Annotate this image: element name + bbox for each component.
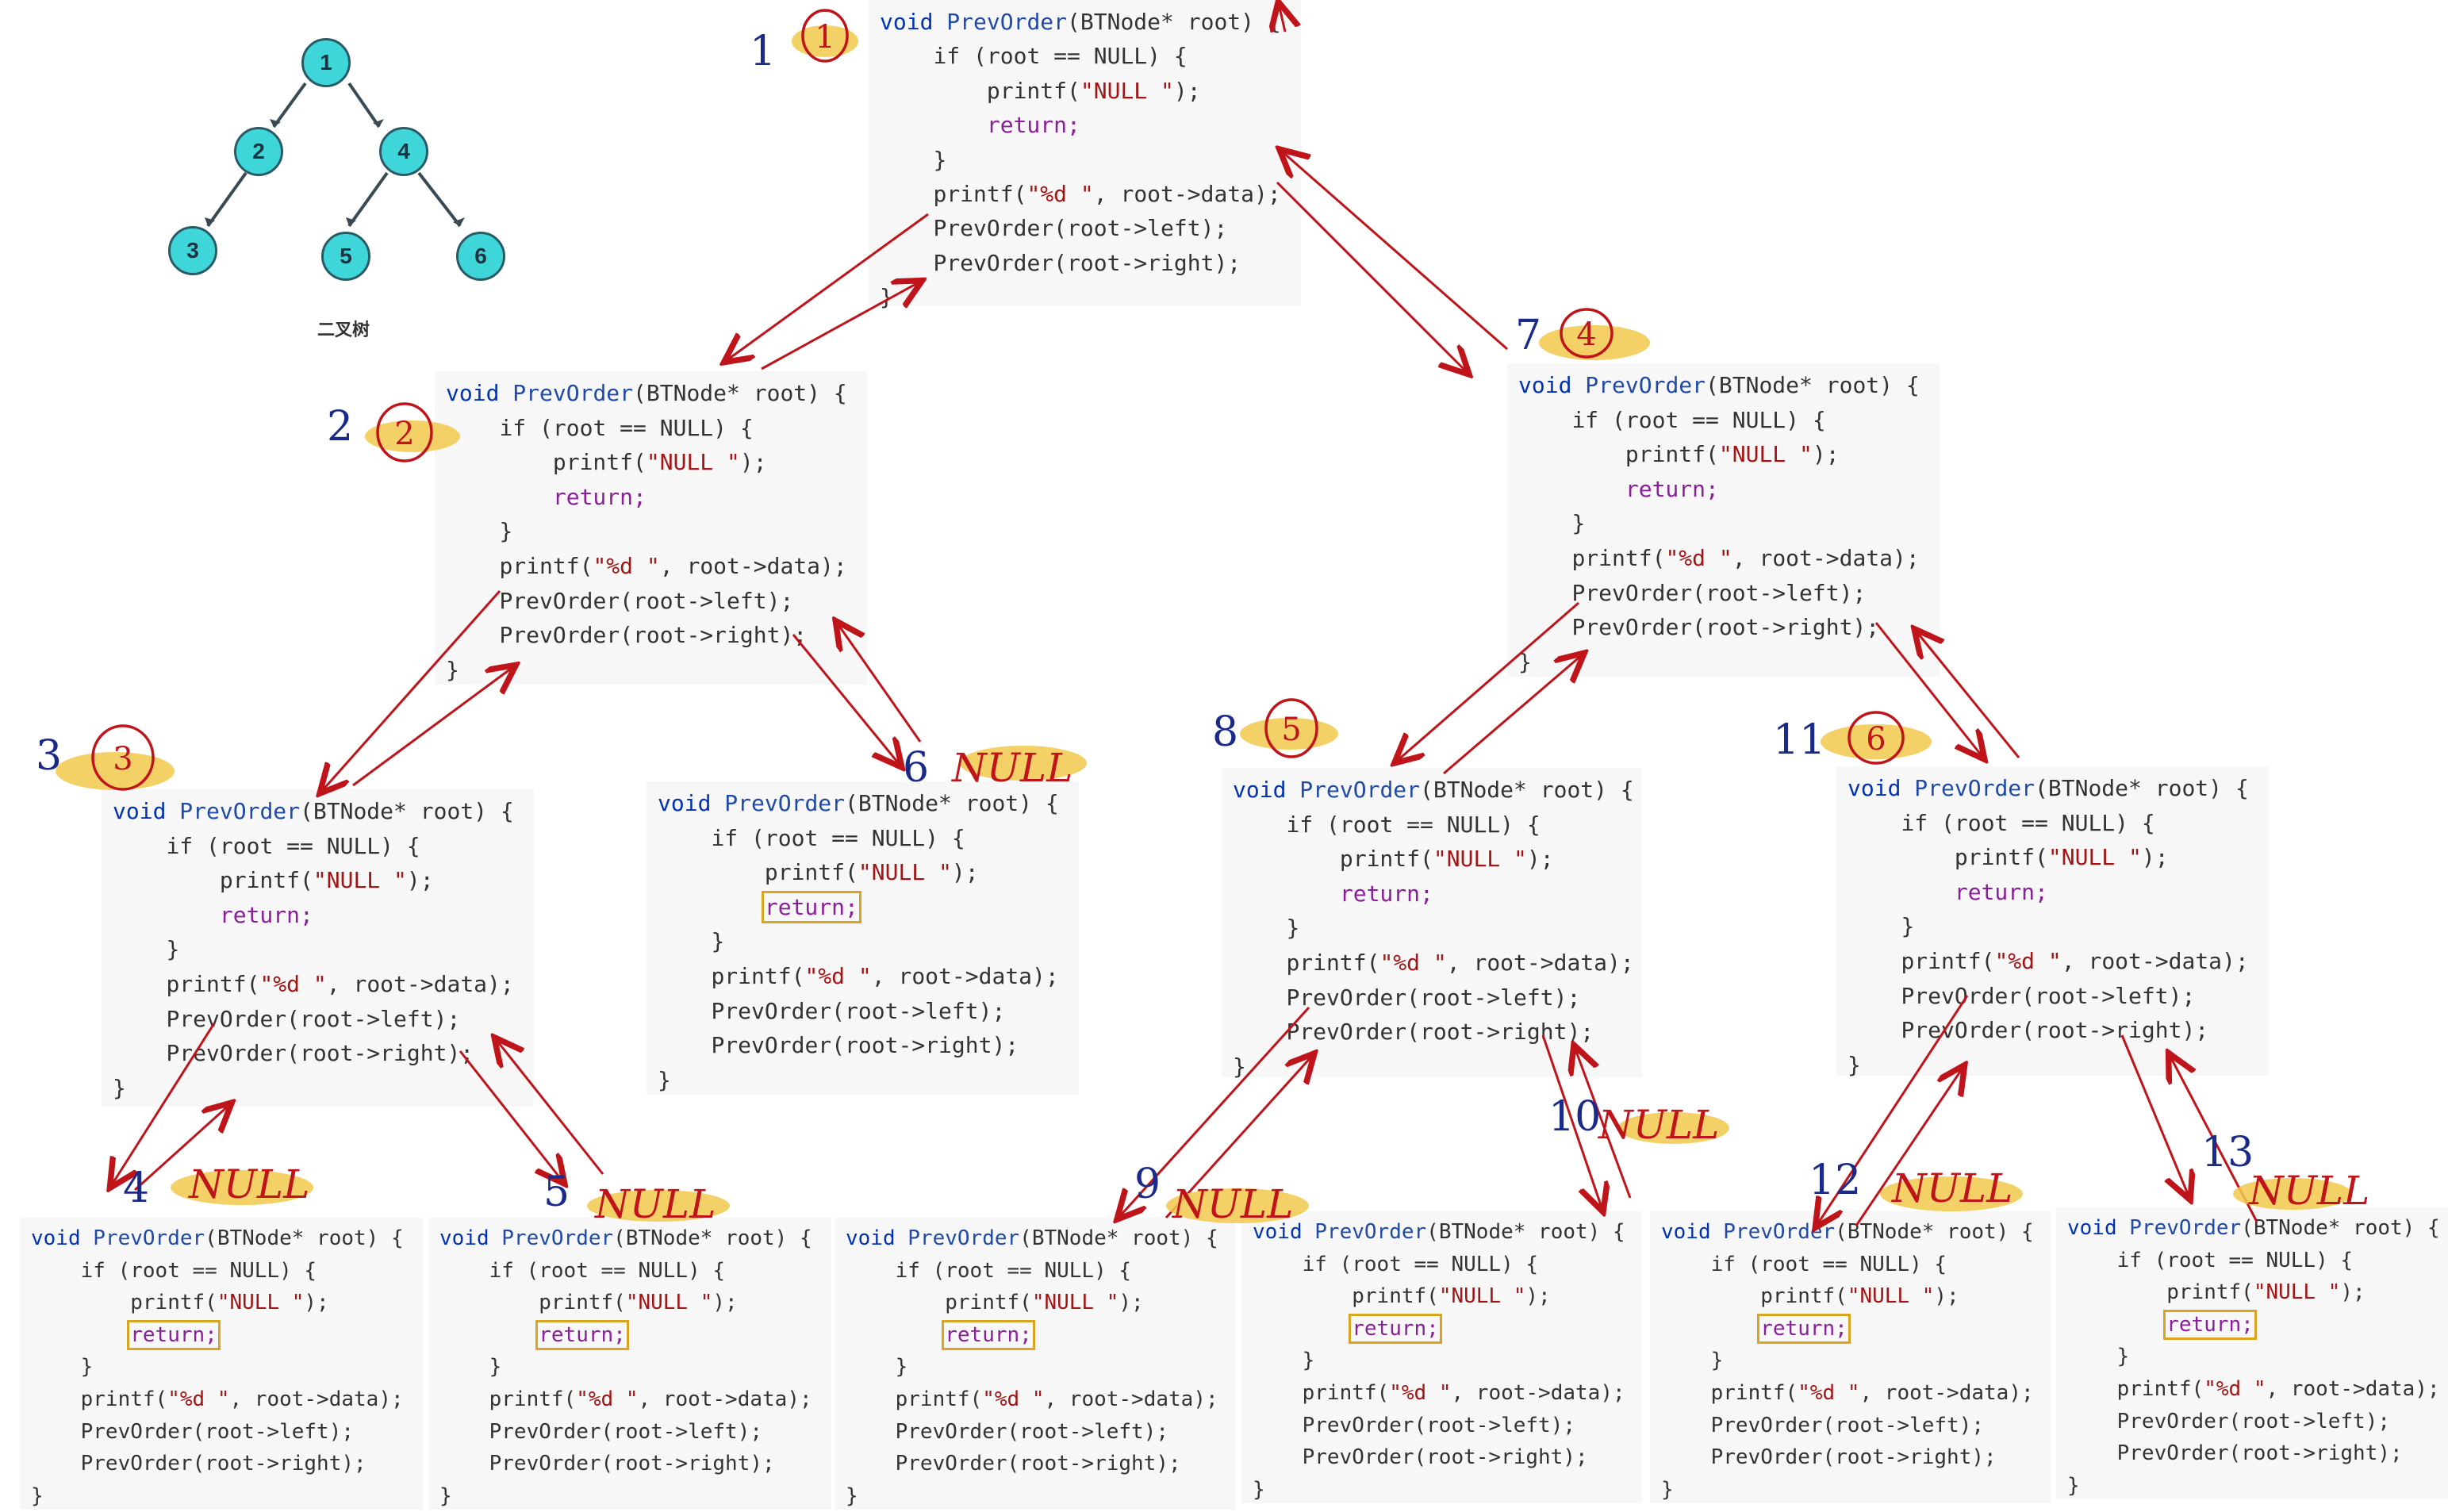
circled-3: 3 xyxy=(113,741,132,777)
tree-node-4: 4 xyxy=(379,127,428,176)
step-11: 11 xyxy=(1773,716,1825,764)
tree-node-2: 2 xyxy=(234,127,283,176)
null-label-3-left: NULL xyxy=(188,1161,309,1207)
code-box-node-6: void PrevOrder(BTNode* root) { if (root … xyxy=(1836,766,2269,1078)
code-box-null-3-left: void PrevOrder(BTNode* root) { if (root … xyxy=(20,1218,423,1510)
tree-node-5: 5 xyxy=(321,232,370,281)
step-7: 7 xyxy=(1515,312,1541,359)
arrow-return-null-left-to-6 xyxy=(1855,1067,1963,1226)
code-box-node-3: void PrevOrder(BTNode* root) { if (root … xyxy=(102,789,534,1107)
step-13: 13 xyxy=(2201,1129,2254,1176)
step-8: 8 xyxy=(1212,708,1238,756)
arrow-call-1-to-4 xyxy=(1276,181,1468,373)
circled-6: 6 xyxy=(1866,721,1886,758)
code-box-null-5-right: void PrevOrder(BTNode* root) { if (root … xyxy=(1241,1211,1642,1503)
tree-caption: 二叉树 xyxy=(317,320,370,340)
code-box-node-1: void PrevOrder(BTNode* root) { if (root … xyxy=(869,0,1301,310)
code-box-node-2: void PrevOrder(BTNode* root) { if (root … xyxy=(435,371,867,685)
tree-node-1: 1 xyxy=(301,38,351,87)
step-5: 5 xyxy=(543,1169,570,1216)
arrow-return-null-left-to-3 xyxy=(133,1104,230,1192)
step-4: 4 xyxy=(123,1165,149,1212)
step-3: 3 xyxy=(36,732,62,780)
code-box-null-6-left: void PrevOrder(BTNode* root) { if (root … xyxy=(1650,1211,2051,1503)
circled-2: 2 xyxy=(394,416,414,452)
circled-4: 4 xyxy=(1576,317,1596,353)
null-label-5-right: NULL xyxy=(1598,1102,1719,1148)
code-box-null-2-right: void PrevOrder(BTNode* root) { if (root … xyxy=(647,781,1079,1095)
arrow-return-4-to-1 xyxy=(1281,151,1508,351)
step-9: 9 xyxy=(1134,1161,1161,1208)
step-1: 1 xyxy=(750,28,776,75)
code-box-node-4: void PrevOrder(BTNode* root) { if (root … xyxy=(1507,363,1940,677)
code-box-null-6-right: void PrevOrder(BTNode* root) { if (root … xyxy=(2056,1207,2448,1499)
circled-5: 5 xyxy=(1281,712,1301,748)
code-box-null-5-left: void PrevOrder(BTNode* root) { if (root … xyxy=(835,1218,1235,1510)
circled-1: 1 xyxy=(815,19,835,56)
step-10: 10 xyxy=(1548,1093,1601,1141)
tree-node-3: 3 xyxy=(168,226,217,275)
code-box-null-3-right: void PrevOrder(BTNode* root) { if (root … xyxy=(428,1218,831,1510)
step-2: 2 xyxy=(327,403,353,451)
code-box-node-5: void PrevOrder(BTNode* root) { if (root … xyxy=(1222,768,1642,1080)
null-label-6-left: NULL xyxy=(1891,1165,2013,1211)
tree-node-6: 6 xyxy=(456,232,505,281)
step-12: 12 xyxy=(1809,1157,1861,1204)
